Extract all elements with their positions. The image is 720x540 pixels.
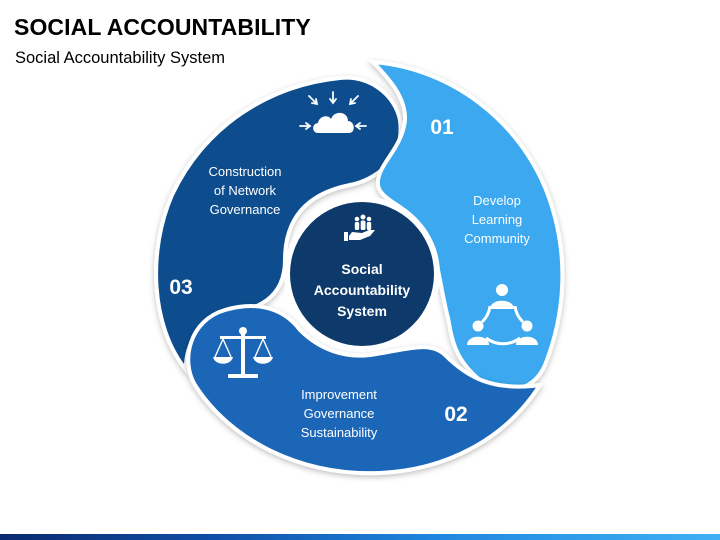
center-label-line2: Accountability [314,282,411,298]
segment-03-line3: Governance [210,202,281,217]
segment-01-line2: Learning [472,212,523,227]
page-title: SOCIAL ACCOUNTABILITY [14,14,311,40]
center-label-line1: Social [341,261,382,277]
segment-02-line2: Governance [304,406,375,421]
community-circle-icon [467,284,538,346]
segment-01-line1: Develop [473,193,521,208]
segment-03-number: 03 [169,276,192,299]
segment-01-line3: Community [464,231,530,246]
footer-gradient-bar [0,534,720,540]
segment-02-line1: Improvement [301,387,377,402]
balance-scale-icon [213,327,273,378]
segment-02-shape [186,304,545,476]
segment-01-number: 01 [430,116,454,139]
center-hub: Social Accountability System [284,196,440,352]
center-circle-fill [290,202,434,346]
segment-02-line3: Sustainability [301,425,378,440]
center-label-line3: System [337,303,387,319]
segment-03-line2: of Network [214,183,277,198]
segment-02 [186,304,545,476]
cloud-network-icon [299,91,367,133]
hand-holding-people-icon [344,214,375,241]
page-subtitle: Social Accountability System [15,49,226,67]
segment-02-number: 02 [444,403,467,426]
segment-03-line1: Construction [209,164,282,179]
